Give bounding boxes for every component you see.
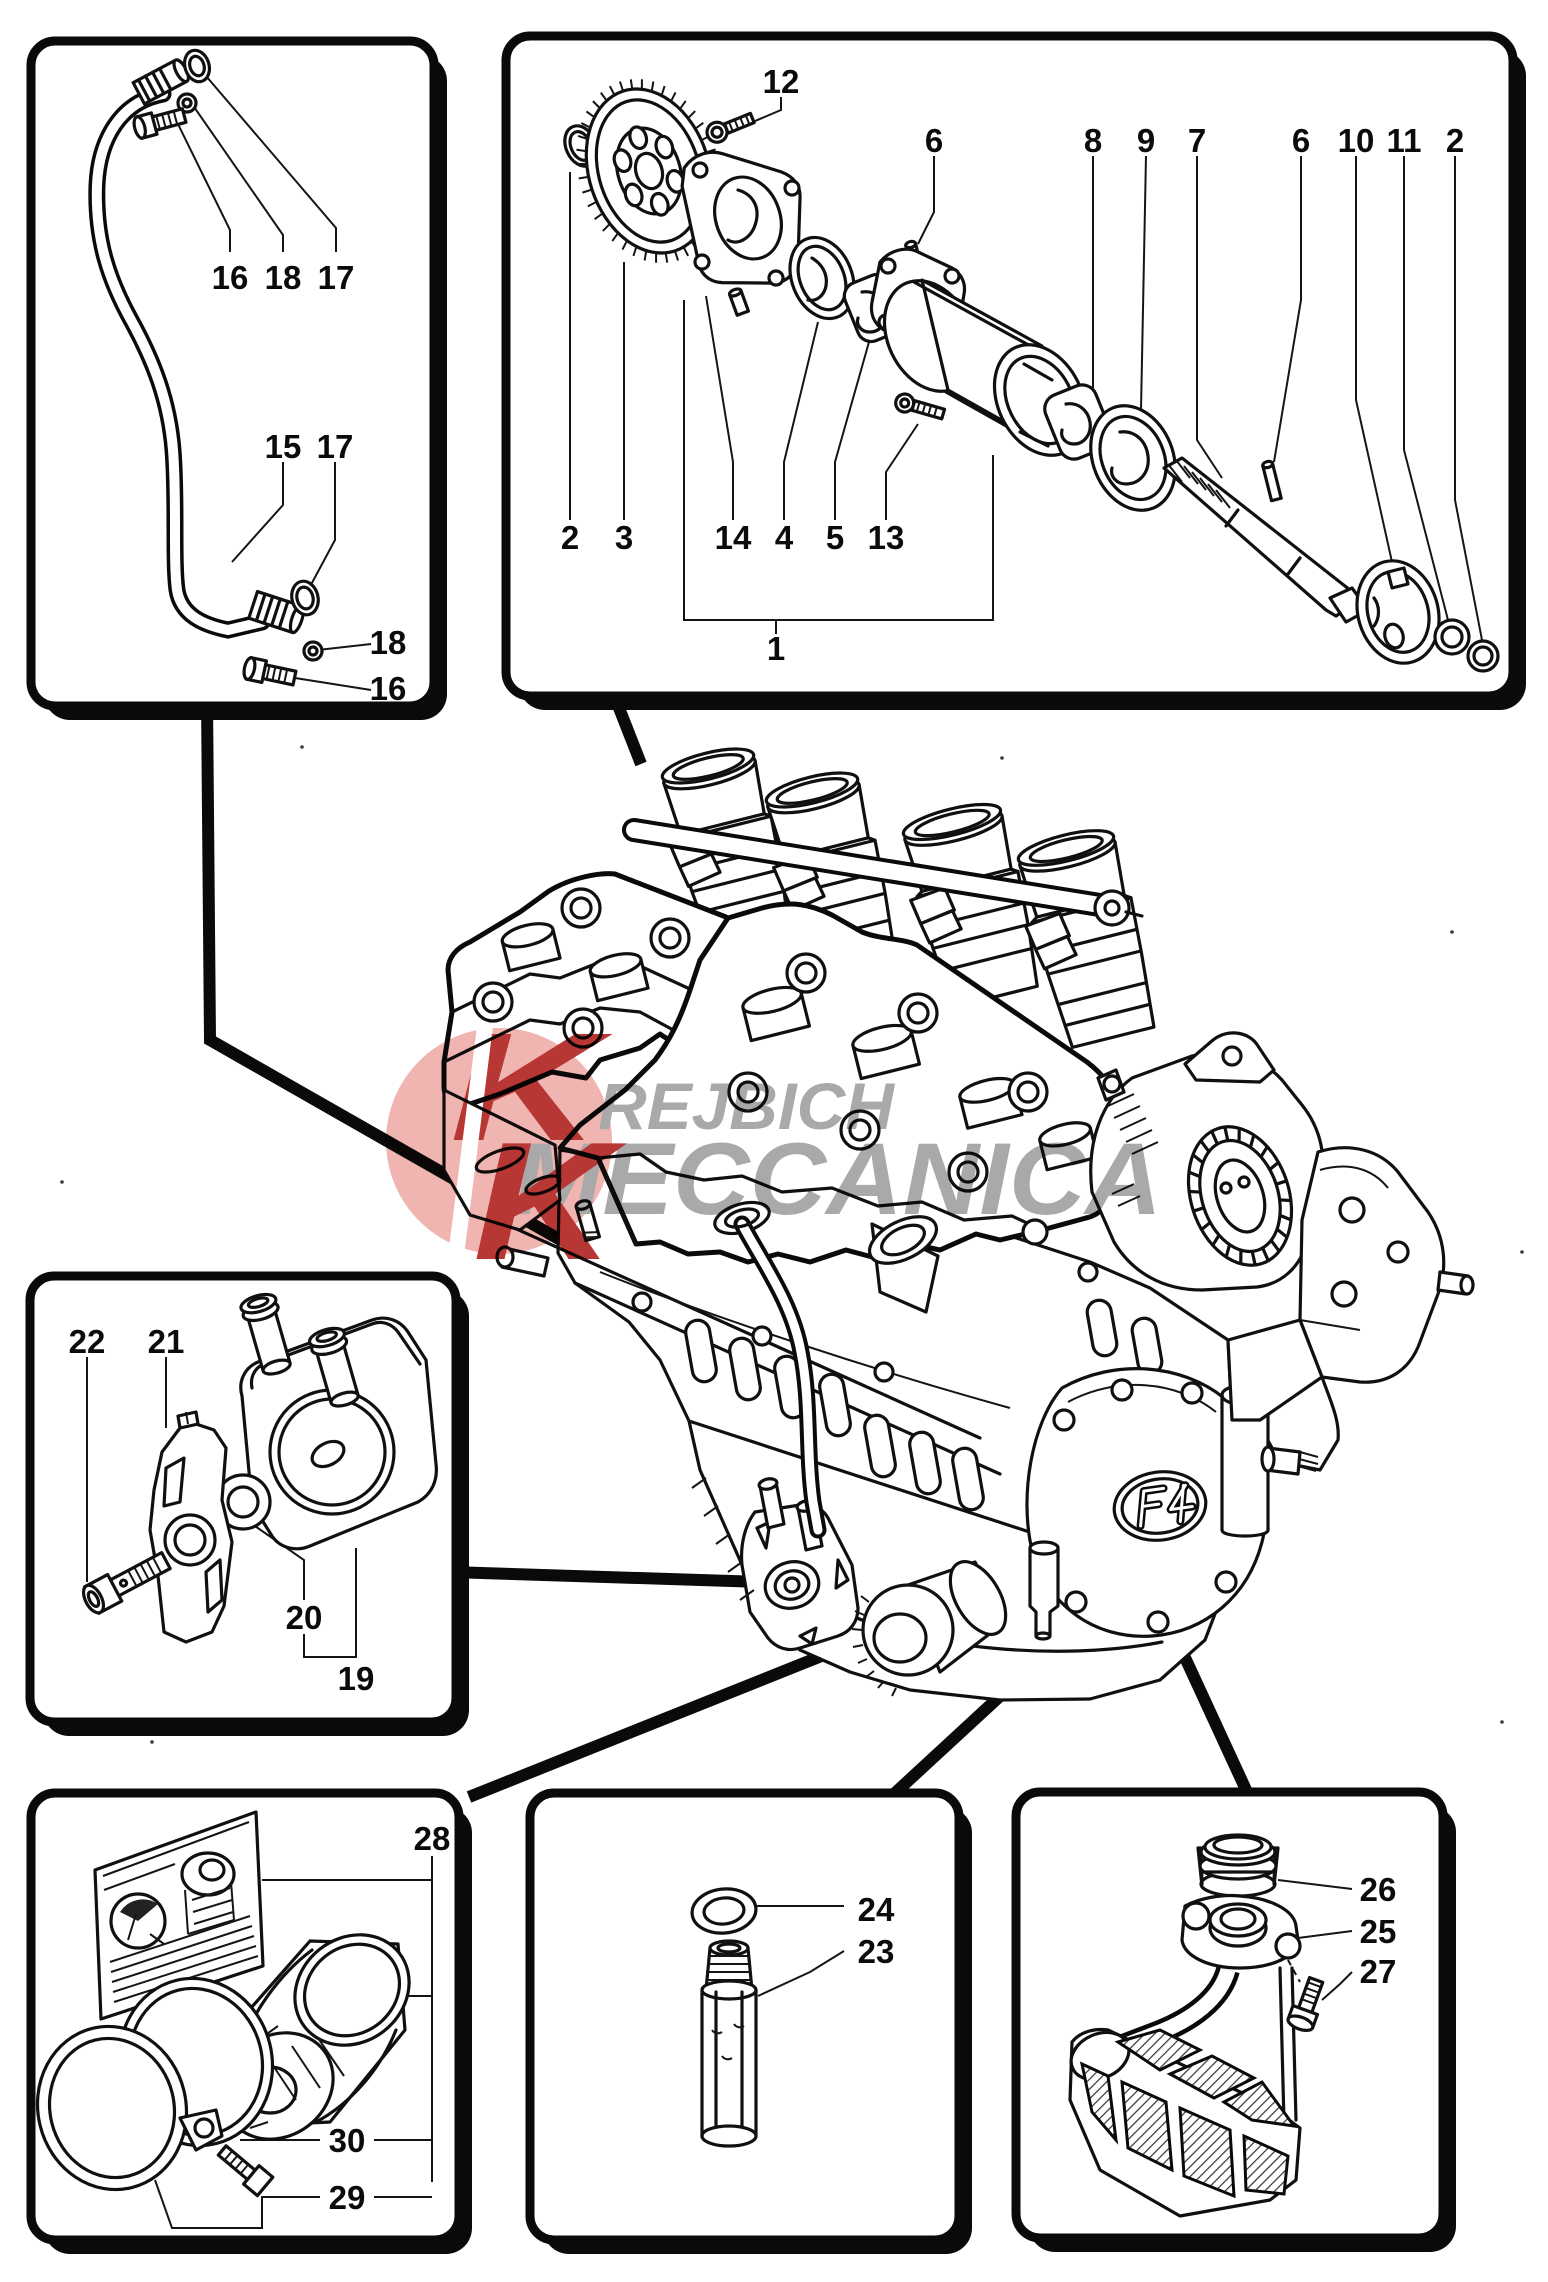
svg-text:18: 18 <box>265 259 302 296</box>
svg-text:22: 22 <box>69 1323 106 1360</box>
svg-text:26: 26 <box>1360 1871 1397 1908</box>
svg-text:1: 1 <box>767 630 785 667</box>
svg-text:6: 6 <box>1292 122 1310 159</box>
svg-text:11: 11 <box>1387 122 1422 159</box>
svg-text:3: 3 <box>615 519 633 556</box>
svg-text:6: 6 <box>925 122 943 159</box>
svg-text:MECCANICA: MECCANICA <box>514 1122 1162 1236</box>
svg-text:28: 28 <box>414 1820 451 1857</box>
svg-text:15: 15 <box>265 428 302 465</box>
svg-text:12: 12 <box>763 63 800 100</box>
svg-text:25: 25 <box>1360 1913 1397 1950</box>
svg-text:2: 2 <box>561 519 579 556</box>
svg-text:24: 24 <box>858 1891 895 1928</box>
svg-text:23: 23 <box>858 1933 895 1970</box>
svg-text:8: 8 <box>1084 122 1102 159</box>
svg-text:29: 29 <box>329 2179 366 2216</box>
svg-text:17: 17 <box>318 259 355 296</box>
svg-text:20: 20 <box>286 1599 323 1636</box>
svg-text:21: 21 <box>148 1323 185 1360</box>
svg-text:10: 10 <box>1338 122 1375 159</box>
svg-text:16: 16 <box>370 670 407 707</box>
svg-text:13: 13 <box>868 519 905 556</box>
svg-text:16: 16 <box>212 259 249 296</box>
svg-text:30: 30 <box>329 2122 366 2159</box>
svg-text:2: 2 <box>1446 122 1464 159</box>
svg-text:27: 27 <box>1360 1953 1397 1990</box>
svg-text:18: 18 <box>370 624 407 661</box>
svg-text:K: K <box>450 1001 613 1173</box>
svg-text:5: 5 <box>826 519 844 556</box>
svg-text:19: 19 <box>338 1660 375 1697</box>
svg-text:REJBICH: REJBICH <box>598 1069 895 1143</box>
svg-text:4: 4 <box>775 519 794 556</box>
svg-text:17: 17 <box>317 428 354 465</box>
svg-text:K: K <box>473 1107 627 1295</box>
svg-text:9: 9 <box>1137 122 1155 159</box>
svg-text:14: 14 <box>715 519 752 556</box>
svg-text:7: 7 <box>1188 122 1206 159</box>
